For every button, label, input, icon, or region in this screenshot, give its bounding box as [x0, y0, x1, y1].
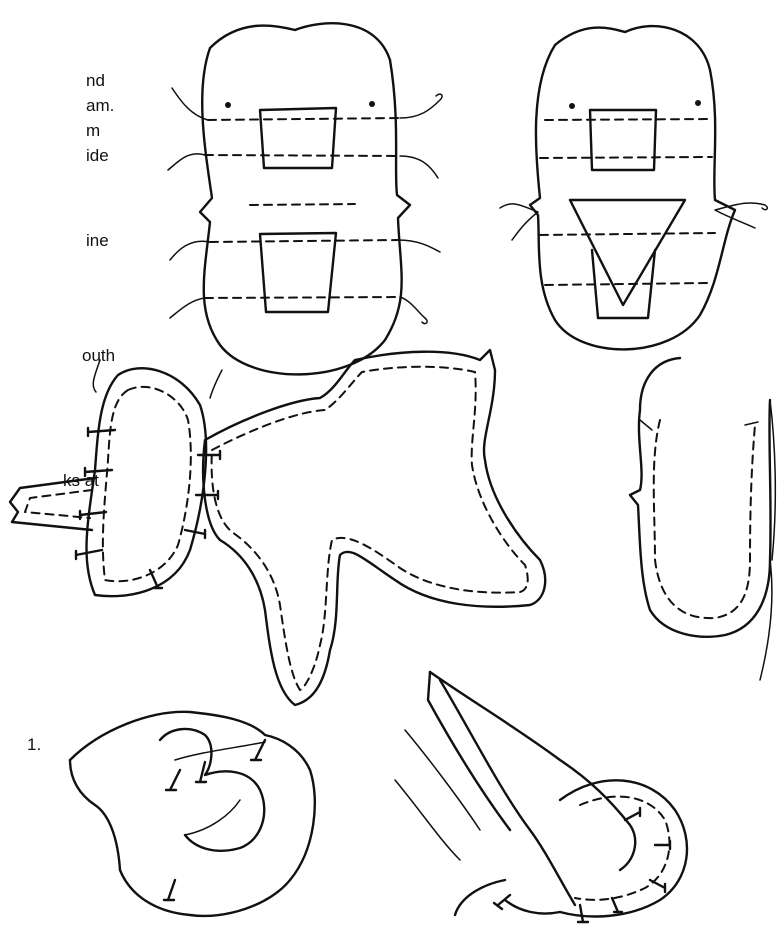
hand-pinning-figure [70, 712, 315, 916]
sewn-head-profile-figure [630, 358, 775, 680]
pinned-head-and-body-figure [10, 350, 545, 705]
head-pattern-mouth-open-figure [168, 23, 442, 374]
head-pattern-mouth-closed-figure [500, 26, 767, 349]
pinned-gusset-figure [395, 672, 687, 922]
